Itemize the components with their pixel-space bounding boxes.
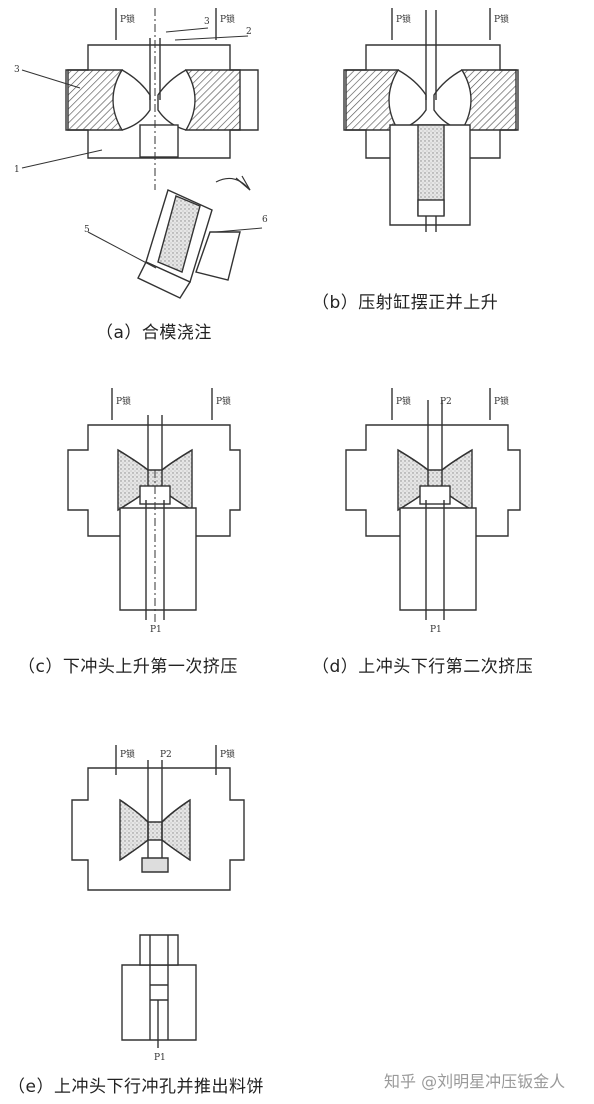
label-part-2: 2 [246, 27, 252, 37]
panel-b-labels: P锁 P锁 [396, 13, 509, 25]
caption-e: （e）上冲头下行冲孔并推出料饼 [8, 1077, 264, 1097]
panel-b-die [343, 8, 519, 232]
panel-d-labels: P锁 P2 P锁 P1 [396, 395, 509, 635]
caption-c: （c）下冲头上升第一次挤压 [18, 657, 238, 677]
label-part-1: 1 [14, 165, 20, 175]
label-part-5: 5 [84, 225, 90, 235]
label-p-right-d: P锁 [494, 395, 509, 407]
label-p-right-b: P锁 [494, 13, 509, 25]
panel-c-labels: P锁 P锁 P1 [116, 395, 231, 635]
caption-d: （d）上冲头下行第二次挤压 [312, 657, 534, 677]
label-p-right-e: P锁 [220, 748, 235, 760]
label-p-left-e: P锁 [120, 748, 135, 760]
label-p-right-c: P锁 [216, 395, 231, 407]
label-p-left-b: P锁 [396, 13, 411, 25]
label-p1-e: P1 [154, 1053, 166, 1063]
panel-a-labels: P锁 P锁 3 1 3 2 5 6 [14, 13, 268, 235]
panel-c-die [67, 388, 241, 625]
label-p-left-d: P锁 [396, 395, 411, 407]
label-p1-c: P1 [150, 625, 162, 635]
label-part-3b: 3 [204, 17, 210, 27]
panel-e-labels: P锁 P2 P锁 P1 [120, 748, 235, 1063]
watermark: 知乎 @刘明星冲压钣金人 [384, 1072, 566, 1091]
label-p2-e: P2 [160, 750, 172, 760]
label-p-left-c: P锁 [116, 395, 131, 407]
label-p2-d: P2 [440, 397, 452, 407]
panel-a-shot-sleeve [87, 175, 263, 299]
label-part-6: 6 [262, 215, 268, 225]
label-p1-d: P1 [430, 625, 442, 635]
panel-a-die [21, 8, 259, 190]
caption-a: （a）合模浇注 [96, 323, 212, 343]
panel-e-die [71, 745, 245, 1048]
label-p-right-a: P锁 [220, 13, 235, 25]
caption-b: （b）压射缸摆正并上升 [312, 293, 499, 313]
label-p-left-a: P锁 [120, 13, 135, 25]
panel-d-die [345, 388, 521, 620]
label-part-3: 3 [14, 65, 20, 75]
